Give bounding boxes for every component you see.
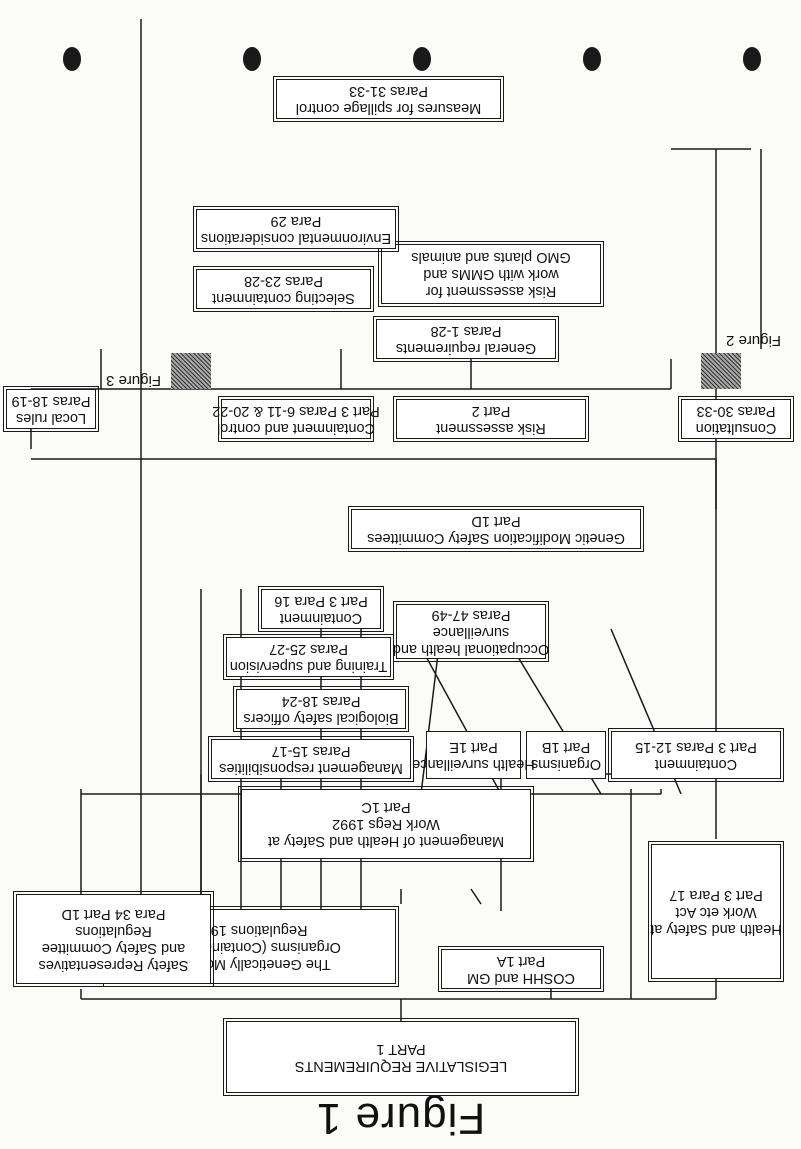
figure-2-label: Figure 2 <box>725 332 781 349</box>
selecting-containment-box: Selecting containment Paras 23-28 <box>193 266 374 312</box>
box-line: Management responsibilities <box>219 760 403 776</box>
box-line: COSHH and GM <box>467 970 575 986</box>
gm-safety-committees-box: Genetic Modification Safety Committees P… <box>348 506 644 552</box>
box-line: work with GMMs and <box>423 266 559 283</box>
box-line: and Safety Committee <box>41 940 186 956</box>
containment-control-box: Containment and control Part 3 Paras 6-1… <box>212 396 380 442</box>
box-line: Part 3 Para 17 <box>669 887 763 903</box>
box-line: Part 1C <box>361 799 411 816</box>
box-line: Genetic Modification Safety Committees <box>367 530 625 546</box>
figure-2-arrow-icon <box>701 353 741 389</box>
box-line: Organisms <box>530 756 602 772</box>
box-line: Part 1B <box>541 739 591 755</box>
safety-reps-box: Safety Representatives and Safety Commit… <box>13 891 214 987</box>
box-line: surveillance <box>432 624 510 640</box>
box-line: Paras 31-33 <box>349 83 428 99</box>
box-line: Selecting containment <box>212 290 355 306</box>
occupational-health-box: Occupational health and surveillance Par… <box>392 601 550 662</box>
measures-control-box: Measures for spillage control Paras 31-3… <box>273 76 504 122</box>
box-line: Work Regs 1992 <box>332 816 440 833</box>
box-line: Paras 1-28 <box>430 323 502 339</box>
box-line: Containment <box>654 756 738 772</box>
box-line: Consultation <box>695 420 777 436</box>
biological-safety-officers-box: Biological safety officers Paras 18-24 <box>233 686 409 732</box>
hsw-act-box: Health and Safety at Work etc Act Part 3… <box>648 841 784 982</box>
box-line: Part 1D <box>471 513 521 529</box>
box-line: Paras 15-17 <box>271 743 351 759</box>
box-line: Health surveillance <box>412 756 535 772</box>
training-supervision-box: Training and supervision Paras 25-27 <box>223 634 394 680</box>
box-line: Work etc Act <box>675 904 757 920</box>
box-line: Management of Health and Safety at <box>267 833 505 850</box>
figure-3-label: Figure 3 <box>105 372 161 389</box>
figure-3-arrow-icon <box>171 353 211 389</box>
box-line: Containment and control <box>217 420 375 436</box>
health-surveillance-box: Health surveillance Part 1E <box>412 731 535 779</box>
management-responsibilities-box: Management responsibilities Paras 15-17 <box>208 736 414 782</box>
box-line: Part 1A <box>496 953 546 969</box>
box-line: Measures for spillage control <box>295 100 482 116</box>
box-line: Local rules <box>15 410 87 426</box>
management-regs-box: Management of Health and Safety at Work … <box>238 786 534 862</box>
box-line: Part 1E <box>449 739 498 755</box>
box-line: Part 3 Paras 12-15 <box>635 739 757 755</box>
box-line: Containment <box>279 610 363 626</box>
gmo-plants-box: Risk assessment for work with GMMs and G… <box>378 241 604 307</box>
box-line: Health and Safety at <box>650 921 782 937</box>
box-line: Safety Representatives <box>38 957 189 973</box>
legislative-requirements-box: LEGISLATIVE REQUIREMENTS PART 1 <box>223 1018 579 1096</box>
box-line: Paras 18-19 <box>11 393 91 409</box>
organisms-box: Organisms Part 1B <box>526 731 606 779</box>
containment-para16-box: Containment Part 3 Para 16 <box>258 586 384 632</box>
box-line: Occupational health and <box>392 641 550 657</box>
box-line: Risk assessment <box>436 420 546 436</box>
coshh-box: COSHH and GM Part 1A <box>438 946 604 992</box>
containment-12-15-box: Containment Part 3 Paras 12-15 <box>608 728 784 782</box>
box-line: Training and supervision <box>229 658 388 674</box>
box-line: Paras 18-24 <box>281 693 361 709</box>
box-line: General requirements <box>395 340 537 356</box>
box-line: GMO plants and animals <box>411 249 571 266</box>
box-line: Paras 47-49 <box>431 607 511 623</box>
box-line: Biological safety officers <box>243 710 399 726</box>
box-line: Part 3 Para 16 <box>274 593 368 609</box>
box-line: LEGISLATIVE REQUIREMENTS <box>294 1058 508 1074</box>
box-line: Regulations 1992 <box>194 922 308 938</box>
box-line: Paras 25-27 <box>269 641 348 657</box>
box-line: Para 34 Part 1D <box>61 906 166 922</box>
box-line: Para 29 <box>270 213 322 229</box>
local-rules-box: Local rules Paras 18-19 <box>3 386 99 432</box>
box-line: Part 2 <box>471 403 511 419</box>
box-line: Environmental considerations <box>200 230 392 246</box>
general-requirements-box: General requirements Paras 1-28 <box>373 316 559 362</box>
box-line: Paras 23-28 <box>244 273 323 289</box>
box-line: Part 3 Paras 6-11 & 20-22 <box>212 403 380 419</box>
environmental-considerations-box: Environmental considerations Para 29 <box>193 206 399 252</box>
box-line: Risk assessment for <box>425 283 557 300</box>
box-line: Paras 30-33 <box>696 403 776 419</box>
box-line: PART 1 <box>376 1041 426 1057</box>
consultation-box: Consultation Paras 30-33 <box>678 396 794 442</box>
risk-assessment-box: Risk assessment Part 2 <box>393 396 589 442</box>
box-line: Regulations <box>75 923 152 939</box>
